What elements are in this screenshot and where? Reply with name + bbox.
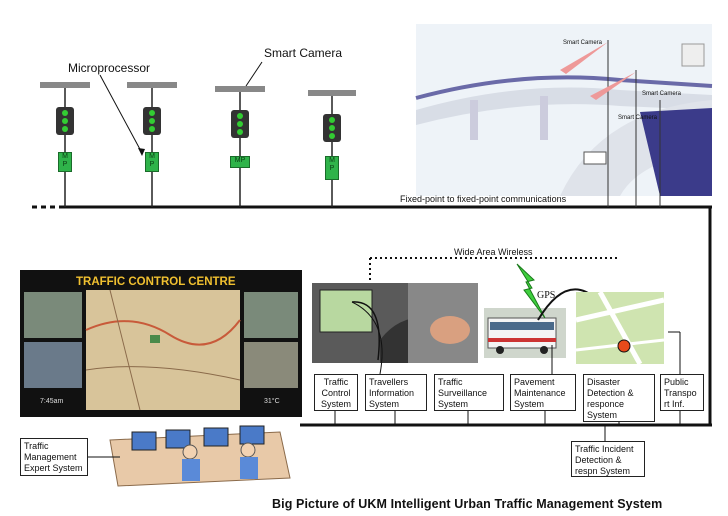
wide-area-wireless-label: Wide Area Wireless	[454, 247, 533, 257]
microprocessor-arrow	[99, 74, 143, 154]
photo-smart-camera-2: Smart Camera	[642, 91, 682, 97]
map-photo	[575, 290, 665, 366]
operator-console-illustration	[109, 425, 291, 487]
tcc-time: 7:45am	[40, 398, 64, 405]
tcc-temperature: 31°C	[264, 398, 280, 405]
disaster-detection-system-box: Disaster Detection & responce System	[583, 374, 655, 422]
traffic-signal-4	[308, 90, 356, 207]
traffic-signal-1	[40, 82, 90, 207]
diagram-caption: Big Picture of UKM Intelligent Urban Tra…	[272, 497, 663, 511]
microprocessor-label: Microprocessor	[68, 61, 151, 75]
microprocessor-box-1: M P	[58, 152, 72, 172]
fixed-comm-label: Fixed-point to fixed-point communication…	[400, 194, 567, 204]
photo-smart-camera-3: Smart Camera	[618, 115, 658, 121]
traffic-management-expert-system-box: Traffic Management Expert System	[20, 438, 88, 476]
smart-camera-arrow	[245, 61, 263, 87]
traffic-incident-detection-box: Traffic Incident Detection & respn Syste…	[571, 441, 645, 477]
traffic-surveillance-system-box: Traffic Surveillance System	[434, 374, 504, 411]
microprocessor-box-4: M P	[325, 156, 339, 180]
traffic-signal-3	[215, 86, 265, 207]
tcc-title: TRAFFIC CONTROL CENTRE	[76, 276, 236, 288]
gps-label: GPS	[537, 290, 556, 301]
pavement-maintenance-system-box: Pavement Maintenance System	[510, 374, 576, 411]
traffic-control-system-box: Traffic Control System	[314, 374, 358, 411]
car-dashboard-photo	[312, 283, 478, 363]
location-marker-icon	[617, 339, 631, 353]
travellers-information-system-box: Travellers Information System	[365, 374, 427, 411]
photo-smart-camera-1: Smart Camera	[563, 40, 603, 46]
traffic-control-centre-panel	[20, 270, 302, 417]
traffic-signal-2	[127, 82, 177, 207]
bus-photo	[484, 308, 566, 358]
highway-photo	[415, 24, 713, 207]
microprocessor-box-2: M P	[145, 152, 159, 172]
public-transport-info-box: Public Transpo rt Inf.	[660, 374, 704, 411]
microprocessor-box-3: MP	[230, 156, 250, 168]
gps-bolt-icon	[516, 263, 546, 319]
smart-camera-label: Smart Camera	[264, 46, 343, 60]
